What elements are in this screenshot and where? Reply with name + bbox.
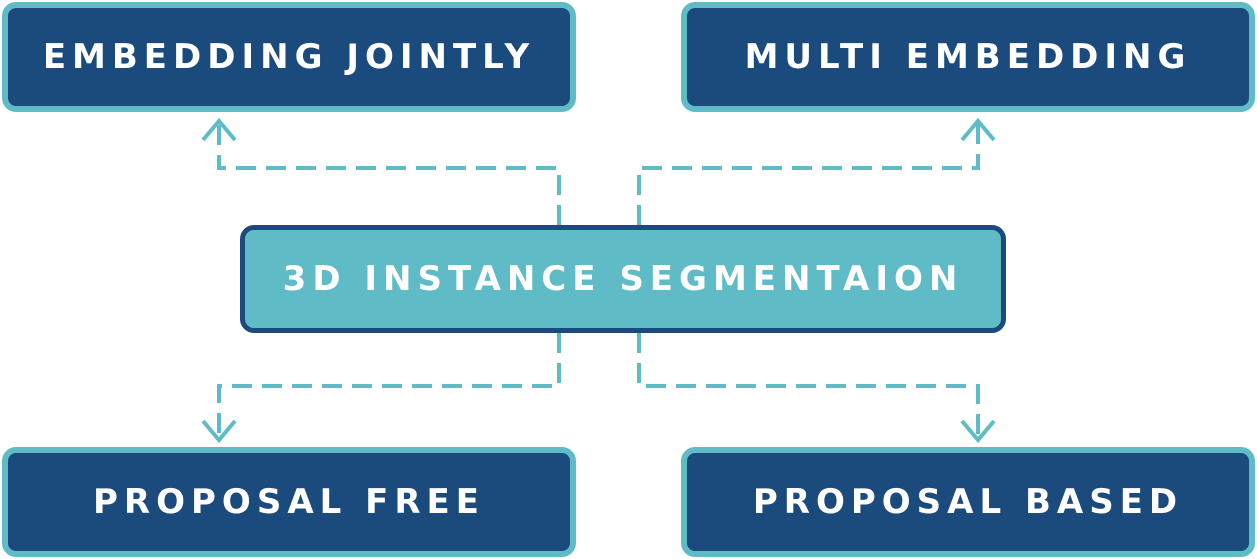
connector-to-multi-embedding <box>637 124 980 225</box>
connector-to-embedding-jointly <box>217 124 561 225</box>
embedding-jointly-node: EMBEDDING JOINTLY <box>2 2 576 112</box>
multi-embedding-node: MULTI EMBEDDING <box>681 2 1255 112</box>
arrowhead-down-left <box>201 419 237 444</box>
proposal-free-node: PROPOSAL FREE <box>2 447 576 557</box>
connector-to-proposal-free <box>217 333 561 434</box>
connector-to-proposal-based <box>637 333 980 434</box>
instance-segmentation-label: 3D INSTANCE SEGMENTAION <box>282 259 964 299</box>
multi-embedding-label: MULTI EMBEDDING <box>744 37 1192 77</box>
proposal-free-label: PROPOSAL FREE <box>93 482 485 522</box>
arrowhead-up-right <box>960 117 996 142</box>
instance-segmentation-node: 3D INSTANCE SEGMENTAION <box>240 225 1006 333</box>
arrowhead-down-right <box>960 419 996 444</box>
arrowhead-up-left <box>201 117 237 142</box>
embedding-jointly-label: EMBEDDING JOINTLY <box>42 37 536 77</box>
proposal-based-label: PROPOSAL BASED <box>752 482 1184 522</box>
proposal-based-node: PROPOSAL BASED <box>681 447 1255 557</box>
